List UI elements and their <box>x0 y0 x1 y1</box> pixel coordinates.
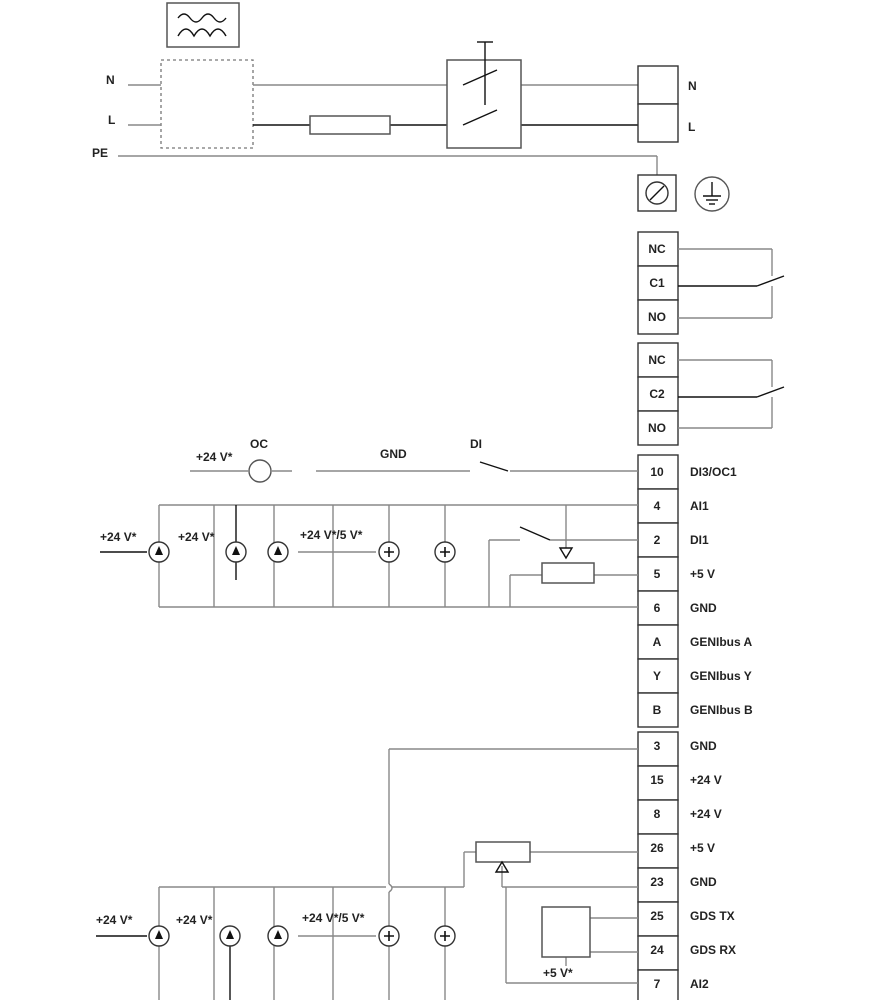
oc-di-wiring <box>190 459 638 483</box>
label-sensor2-24v-5v: +24 V*/5 V* <box>302 911 365 925</box>
relay-1-c1: C1 <box>649 276 665 290</box>
relay-1-contact <box>678 248 785 319</box>
label-n: N <box>106 73 115 87</box>
mains-terminal-block <box>637 65 679 143</box>
terminal-block-2 <box>637 731 679 1000</box>
tb2-number-26: 26 <box>650 841 664 855</box>
tb1-name-di3-oc1: DI3/OC1 <box>690 465 737 479</box>
tb2-name-ai2: AI2 <box>690 977 709 991</box>
gds-sensor-box <box>541 906 591 958</box>
label-sensor2-24v-b: +24 V* <box>176 913 213 927</box>
tb2-number-3: 3 <box>654 739 661 753</box>
tb2-name-gnd: GND <box>690 739 717 753</box>
tb1-number-10: 10 <box>650 465 664 479</box>
potentiometer-1-wiper <box>558 547 574 560</box>
relay-1-nc: NC <box>648 242 666 256</box>
relay-2-terminal-block <box>637 342 679 446</box>
terminal-block-1 <box>637 454 679 728</box>
potentiometer-2-wiper <box>494 860 510 873</box>
relay-2-c2: C2 <box>649 387 665 401</box>
tb2-name-gds-rx: GDS RX <box>690 943 736 957</box>
tb2-name-24v-b: +24 V <box>690 807 722 821</box>
tb2-name-24v-a: +24 V <box>690 773 722 787</box>
relay-1-no: NO <box>648 310 666 324</box>
relay-1-terminal-block <box>637 231 679 335</box>
potentiometer-2 <box>475 841 531 863</box>
tb1-name-ai1: AI1 <box>690 499 709 513</box>
tb1-name-genibus-b: GENIbus B <box>690 703 753 717</box>
label-sensor1-24v-a: +24 V* <box>100 530 137 544</box>
label-oc-supply: +24 V* <box>196 450 233 464</box>
potentiometer-1 <box>541 562 595 584</box>
label-gds-5v: +5 V* <box>543 966 573 980</box>
mains-terminal-l: L <box>688 120 695 134</box>
main-switch <box>446 41 522 149</box>
tb1-number-b: B <box>653 703 662 717</box>
tb1-name-5v: +5 V <box>690 567 715 581</box>
tb1-number-2: 2 <box>654 533 661 547</box>
tb2-number-24: 24 <box>650 943 664 957</box>
emc-filter <box>160 2 254 149</box>
earth-terminal <box>637 174 677 212</box>
label-l: L <box>108 113 115 127</box>
tb1-name-genibus-y: GENIbus Y <box>690 669 752 683</box>
relay-2-contact <box>678 359 785 429</box>
ground-icon <box>694 176 730 212</box>
tb1-name-di1: DI1 <box>690 533 709 547</box>
tb1-number-y: Y <box>653 669 661 683</box>
tb2-number-7: 7 <box>654 977 661 991</box>
label-sensor1-24v-b: +24 V* <box>178 530 215 544</box>
sensor-row-2-symbols <box>148 925 456 947</box>
label-pe: PE <box>92 146 108 160</box>
fuse <box>309 115 391 135</box>
tb2-number-8: 8 <box>654 807 661 821</box>
label-di: DI <box>470 437 482 451</box>
tb1-number-6: 6 <box>654 601 661 615</box>
tb2-number-23: 23 <box>650 875 664 889</box>
relay-2-no: NO <box>648 421 666 435</box>
label-sensor2-24v-a: +24 V* <box>96 913 133 927</box>
tb1-name-gnd: GND <box>690 601 717 615</box>
tb1-number-5: 5 <box>654 567 661 581</box>
mains-terminal-n: N <box>688 79 697 93</box>
tb2-name-gnd-2: GND <box>690 875 717 889</box>
tb2-name-gds-tx: GDS TX <box>690 909 735 923</box>
tb1-name-genibus-a: GENIbus A <box>690 635 753 649</box>
sensor-row-1-symbols <box>148 541 456 563</box>
tb2-number-25: 25 <box>650 909 664 923</box>
sensor-row-1-wiring <box>100 504 638 608</box>
tb2-number-15: 15 <box>650 773 664 787</box>
tb2-name-5v: +5 V <box>690 841 715 855</box>
label-gnd: GND <box>380 447 407 461</box>
tb1-number-4: 4 <box>654 499 661 513</box>
sensor-row-2-wiring <box>96 748 638 1000</box>
label-sensor1-24v-5v: +24 V*/5 V* <box>300 528 363 542</box>
relay-2-nc: NC <box>648 353 666 367</box>
label-oc: OC <box>250 437 268 451</box>
tb1-number-a: A <box>653 635 662 649</box>
